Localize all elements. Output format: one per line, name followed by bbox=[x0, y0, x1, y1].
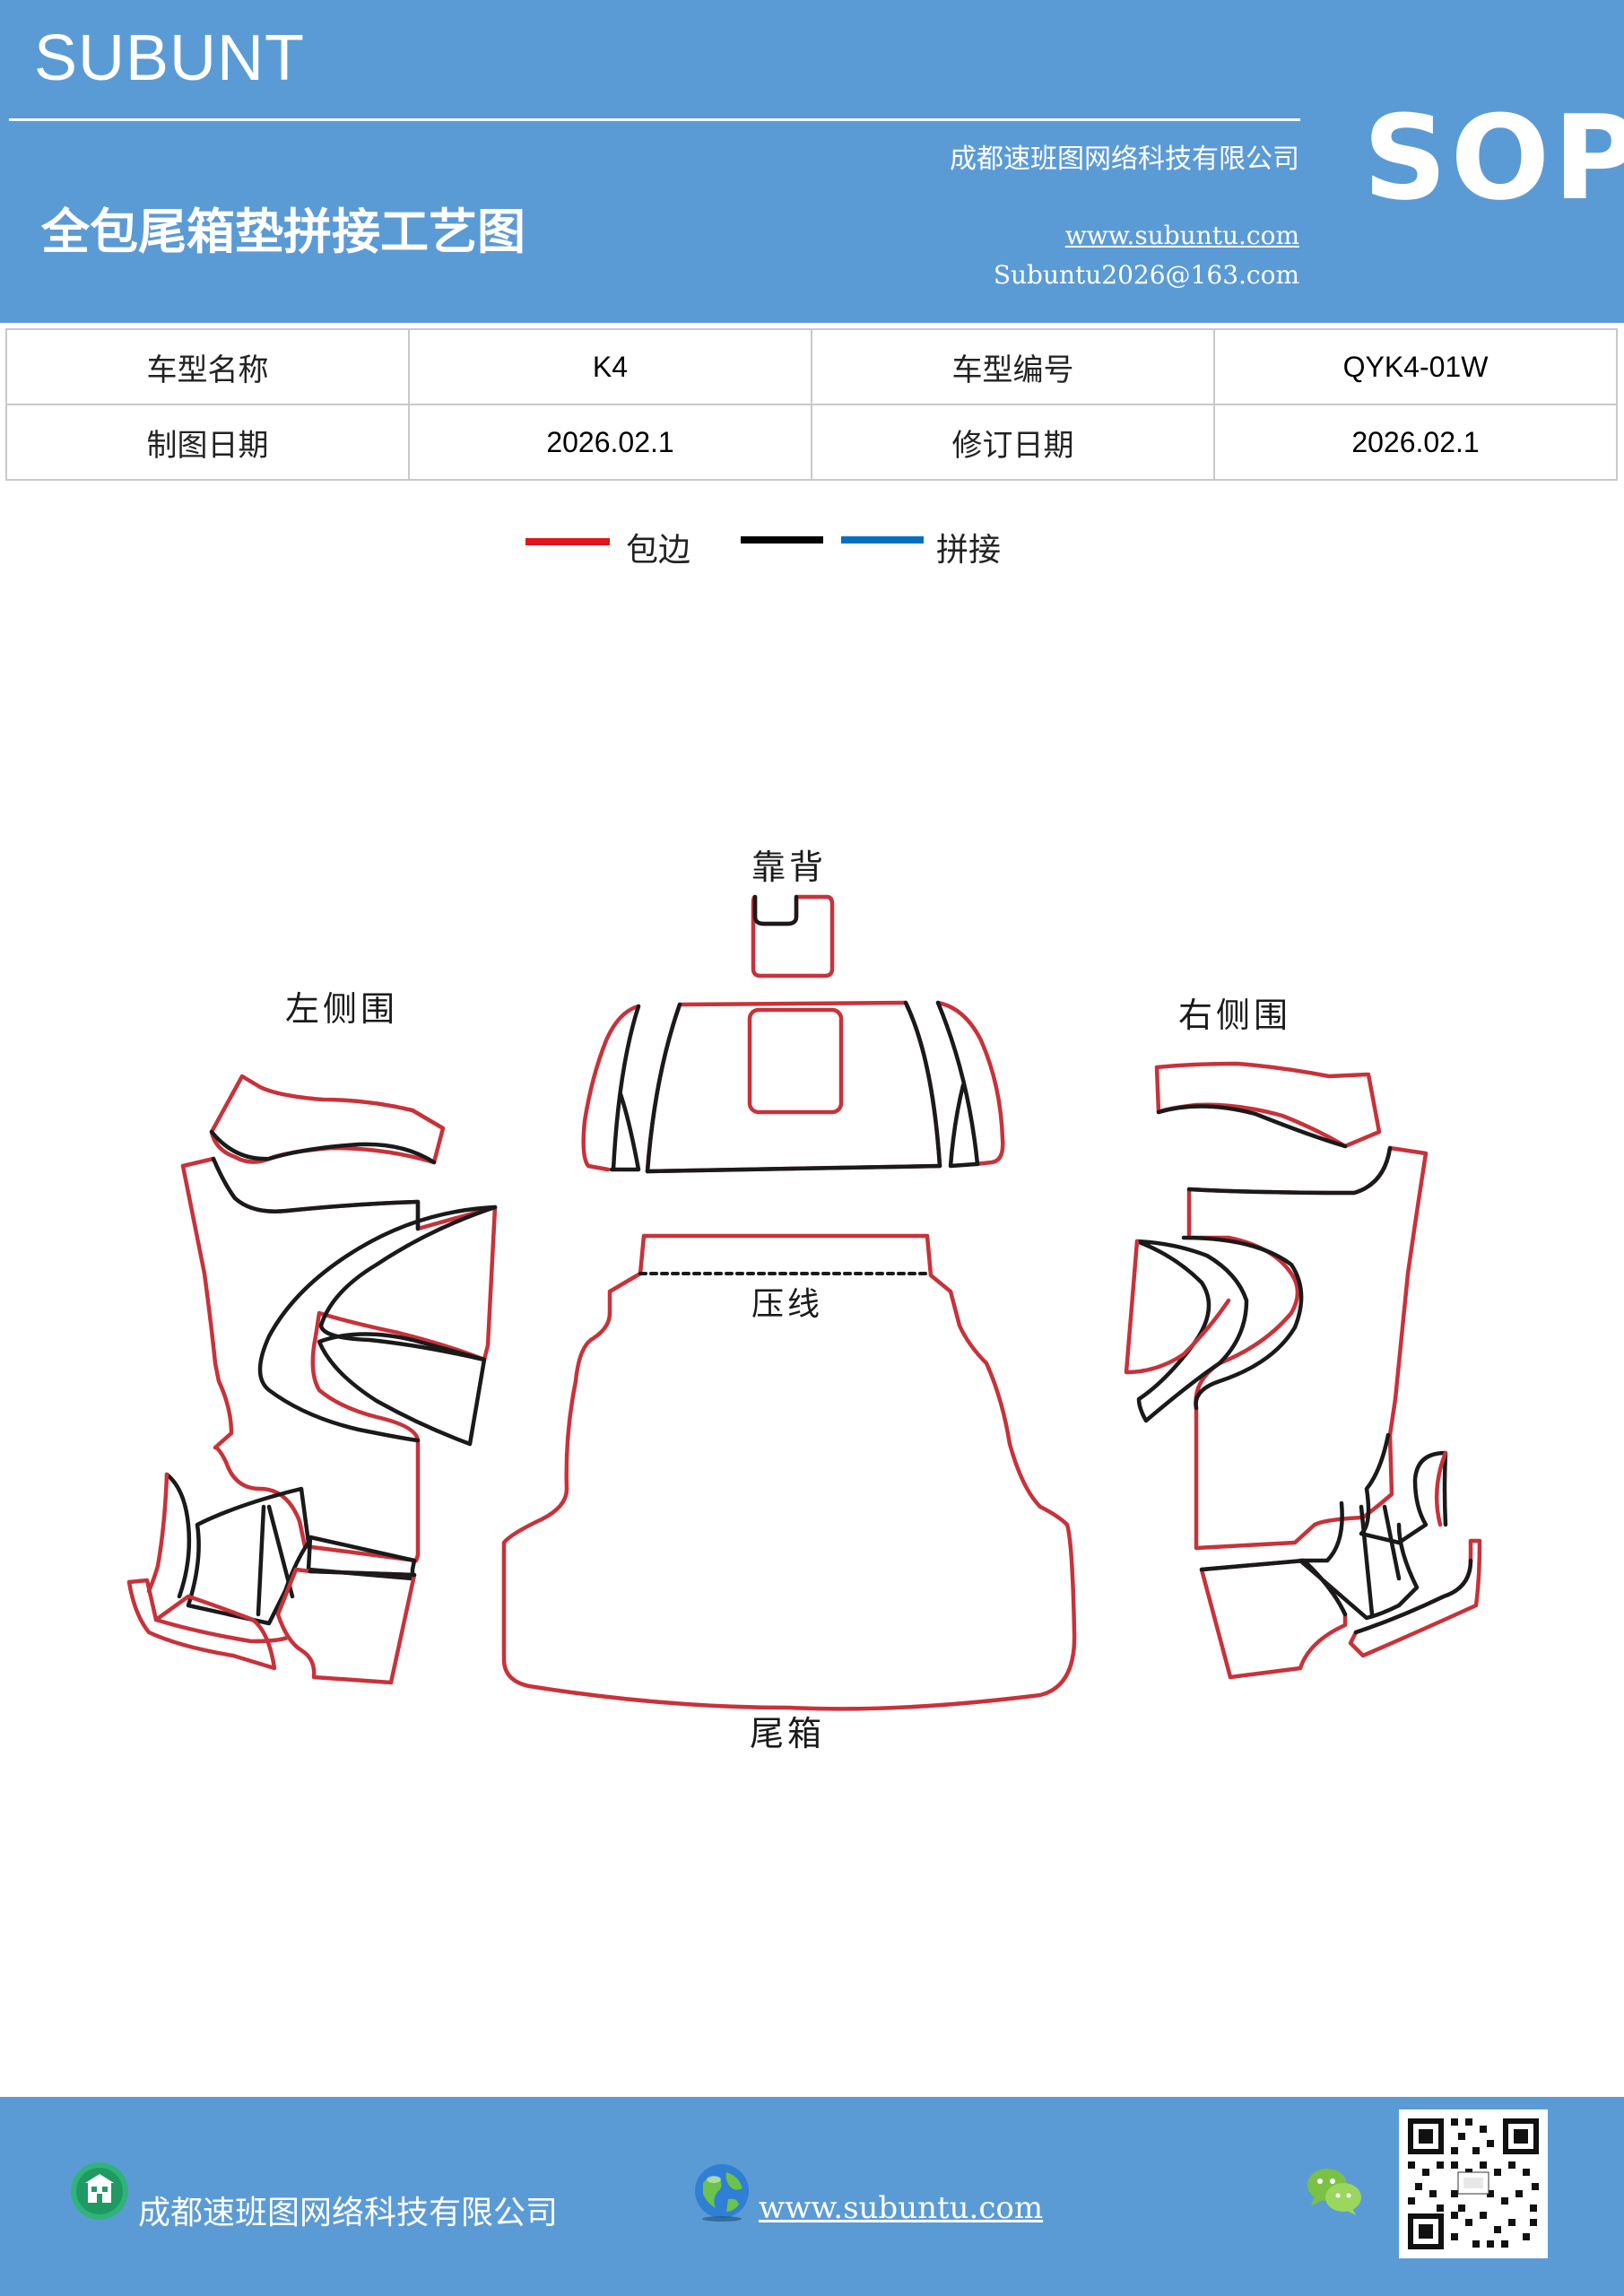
right-side-panel bbox=[1124, 1061, 1482, 1680]
header-banner: SUBUNT 成都速班图网络科技有限公司 全包尾箱垫拼接工艺图 www.subu… bbox=[0, 0, 1624, 323]
qr-code bbox=[1399, 2109, 1548, 2258]
table-cell-label: 车型名称 bbox=[5, 328, 410, 405]
building-icon bbox=[71, 2162, 128, 2220]
label-trunk: 尾箱 bbox=[750, 1714, 825, 1753]
legend-edge-label: 包边 bbox=[626, 532, 691, 569]
legend-splice-line bbox=[841, 536, 924, 544]
label-press-line: 压线 bbox=[751, 1286, 823, 1323]
legend-splice-label: 拼接 bbox=[936, 532, 1002, 569]
table-row: 制图日期 2026.02.1 修订日期 2026.02.1 bbox=[5, 404, 1618, 481]
footer-company: 成都速班图网络科技有限公司 bbox=[138, 2195, 559, 2231]
legend-edge-line bbox=[525, 538, 610, 545]
header-divider bbox=[9, 118, 1300, 121]
document-title: 全包尾箱垫拼接工艺图 bbox=[41, 204, 525, 260]
company-name: 成都速班图网络科技有限公司 bbox=[950, 144, 1299, 175]
footer-website[interactable]: www.subuntu.com bbox=[759, 2190, 1044, 2226]
label-backrest: 靠背 bbox=[751, 848, 827, 887]
legend-black-line bbox=[741, 536, 823, 544]
table-cell-value: K4 bbox=[408, 328, 812, 405]
label-left-side: 左侧围 bbox=[285, 989, 398, 1029]
website-link[interactable]: www.subuntu.com bbox=[1064, 221, 1299, 250]
table-cell-label: 制图日期 bbox=[5, 404, 410, 481]
table-cell-value: 2026.02.1 bbox=[1213, 404, 1618, 481]
table-cell-label: 修订日期 bbox=[811, 404, 1215, 481]
label-right-side: 右侧围 bbox=[1178, 996, 1291, 1035]
globe-icon bbox=[695, 2164, 749, 2222]
table-cell-value: 2026.02.1 bbox=[408, 404, 812, 481]
brand-name: SUBUNT bbox=[34, 22, 306, 94]
table-cell-value: QYK4-01W bbox=[1213, 328, 1618, 405]
backrest-piece bbox=[751, 894, 835, 978]
email-address: Subuntu2026@163.com bbox=[993, 260, 1299, 290]
left-side-panel bbox=[126, 1074, 498, 1685]
table-cell-label: 车型编号 bbox=[811, 328, 1215, 405]
table-row: 车型名称 K4 车型编号 QYK4-01W bbox=[5, 328, 1618, 405]
backrest-main bbox=[581, 1000, 1005, 1174]
info-table: 车型名称 K4 车型编号 QYK4-01W 制图日期 2026.02.1 修订日… bbox=[5, 328, 1618, 481]
footer-bar: 成都速班图网络科技有限公司 www.subuntu.com bbox=[0, 2097, 1624, 2296]
wechat-icon[interactable] bbox=[1304, 2163, 1363, 2217]
trunk-main-piece bbox=[501, 1233, 1077, 1711]
sop-badge: SOP bbox=[1363, 90, 1624, 226]
